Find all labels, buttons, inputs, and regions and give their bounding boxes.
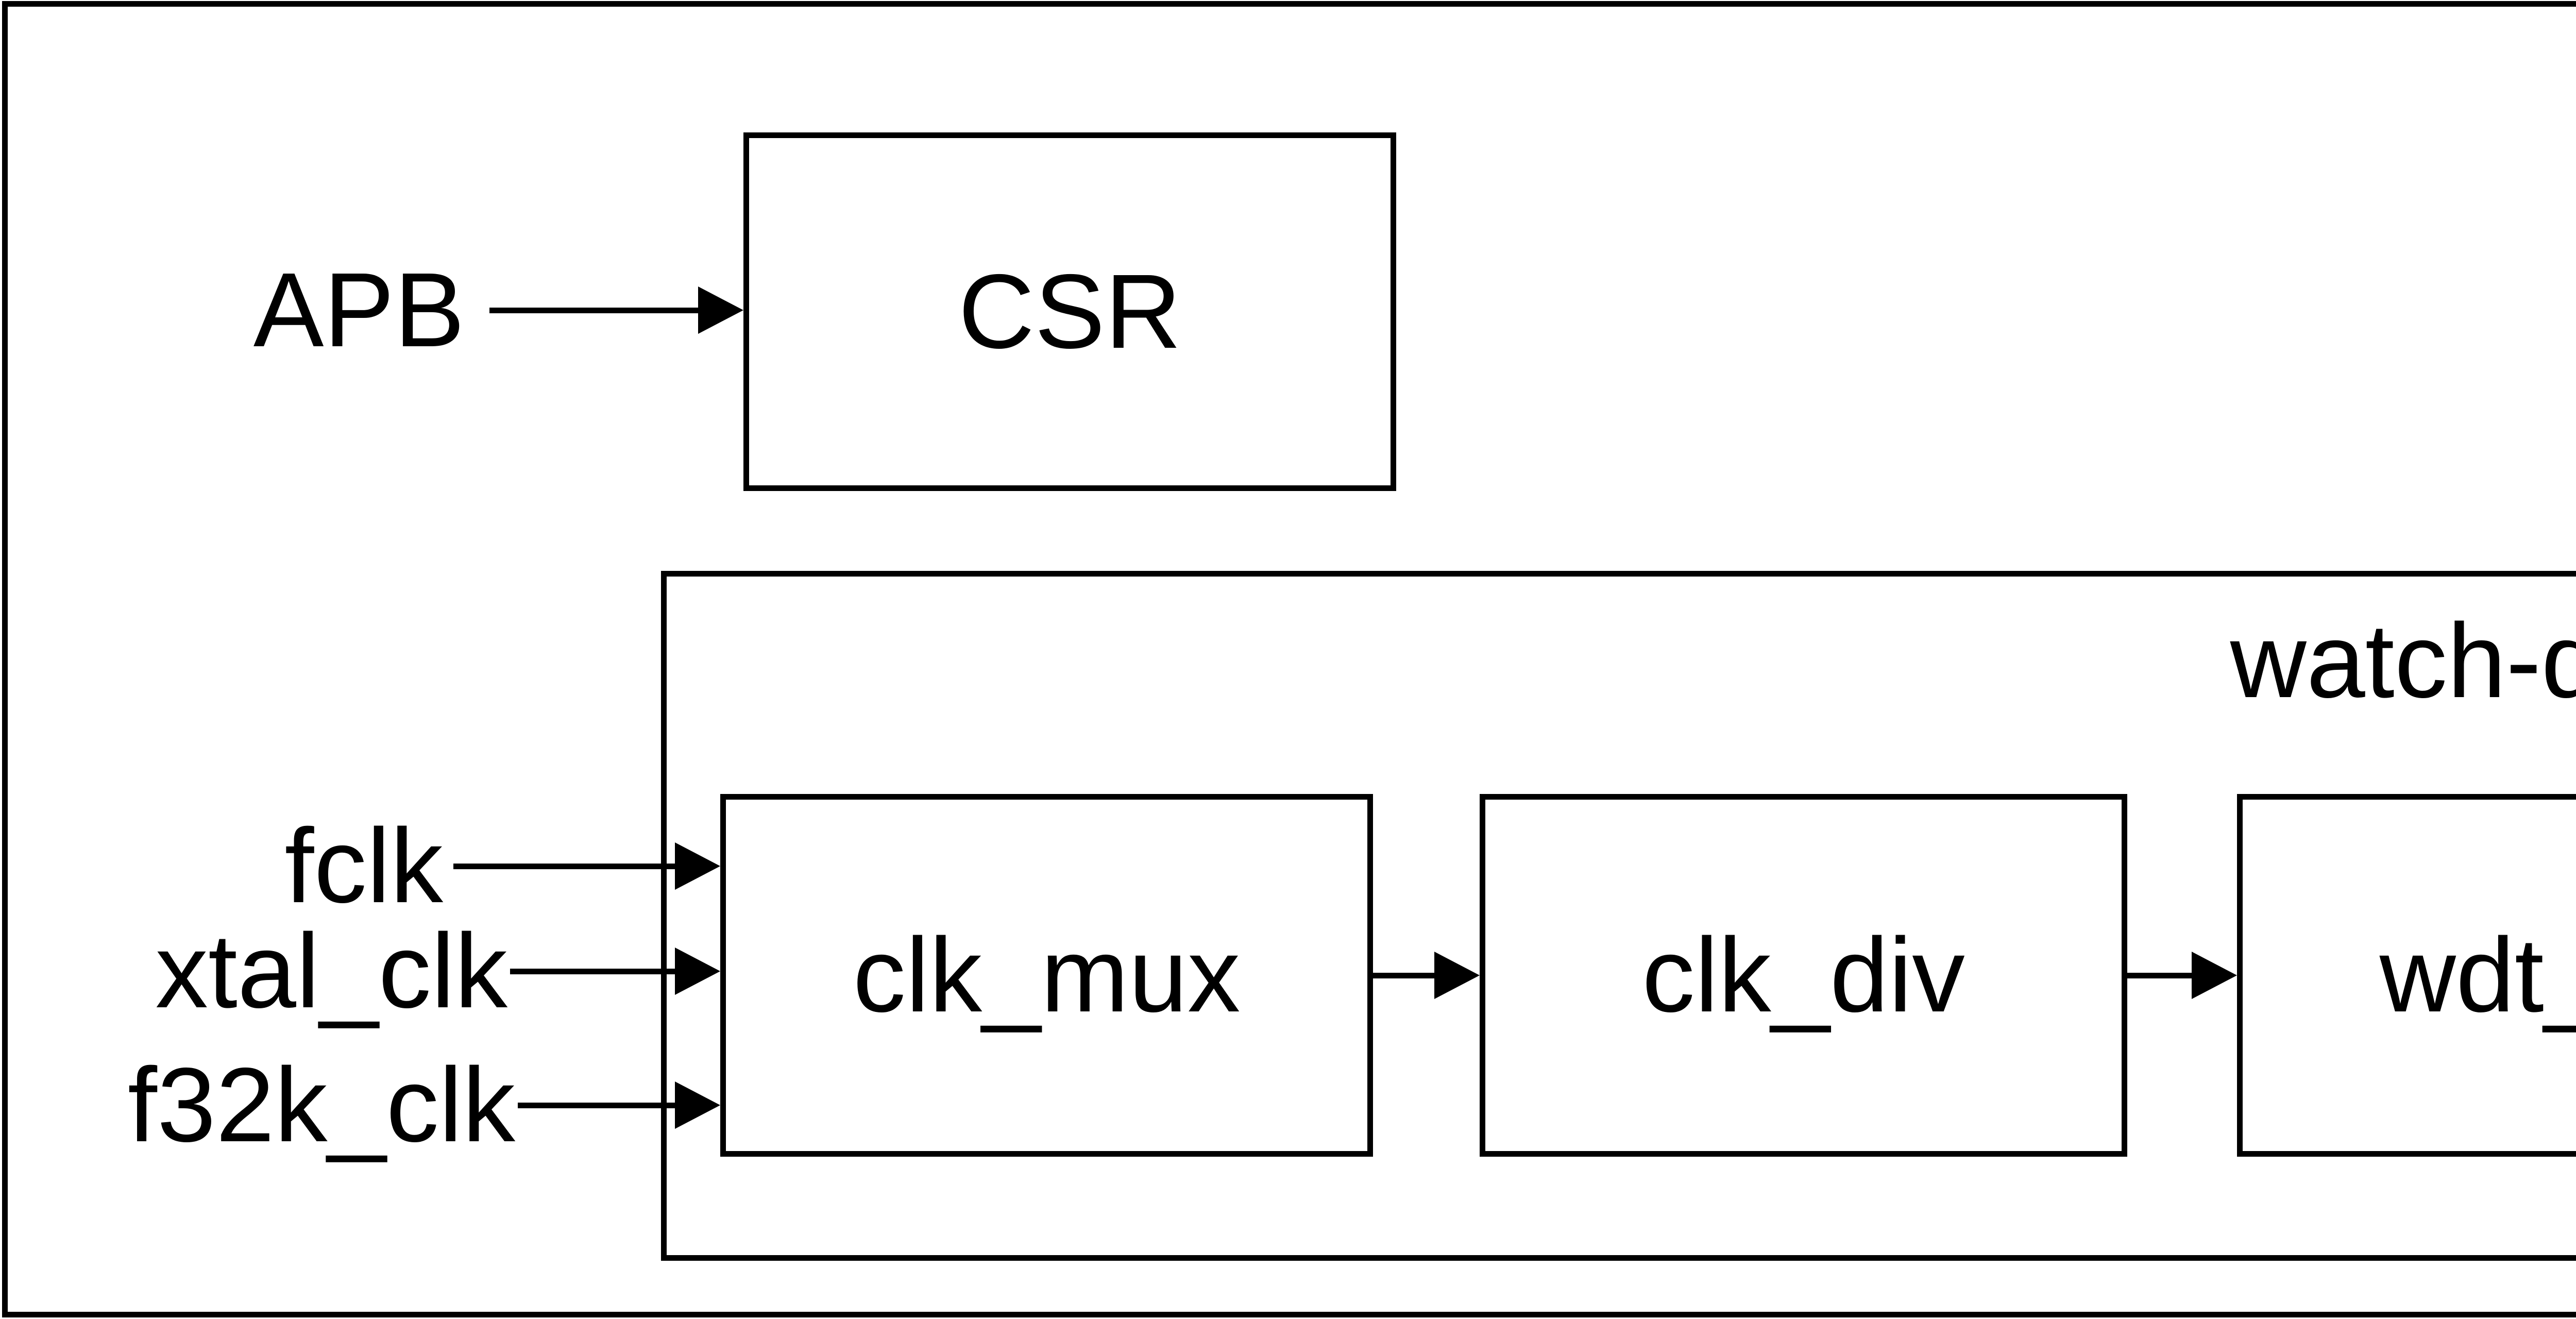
- apb-arrow-line: [489, 308, 698, 313]
- apb-arrowhead-icon: [698, 286, 743, 334]
- clk-mux-label: clk_mux: [853, 916, 1241, 1035]
- csr-block: CSR: [743, 132, 1396, 491]
- f32k-clk-arrow-line: [518, 1103, 675, 1108]
- clk-mux-block: clk_mux: [720, 794, 1373, 1157]
- xtal-clk-arrow-line: [510, 969, 675, 974]
- div-to-cnt-arrowhead-icon: [2192, 952, 2237, 999]
- csr-label: CSR: [958, 252, 1181, 371]
- fclk-signal-label: fclk: [284, 807, 444, 925]
- wdt-cnt-label: wdt_cnt: [2379, 916, 2576, 1035]
- fclk-arrowhead-icon: [675, 842, 720, 890]
- clk-div-block: clk_div: [1480, 794, 2127, 1157]
- fclk-arrow-line: [453, 864, 675, 869]
- clk-div-label: clk_div: [1642, 916, 1965, 1035]
- wdt-cnt-block: wdt_cnt: [2237, 794, 2576, 1157]
- f32k-clk-signal-label: f32k_clk: [127, 1046, 515, 1164]
- watchdog-timer-block: [661, 571, 2576, 1261]
- mux-to-div-arrow-line: [1373, 973, 1434, 978]
- xtal-clk-arrowhead-icon: [675, 948, 720, 995]
- apb-signal-label: APB: [253, 251, 465, 369]
- f32k-clk-arrowhead-icon: [675, 1081, 720, 1129]
- div-to-cnt-arrow-line: [2127, 973, 2192, 978]
- xtal-clk-signal-label: xtal_clk: [155, 912, 507, 1030]
- watchdog-timer-label: watch-dog timer: [2230, 602, 2576, 720]
- mux-to-div-arrowhead-icon: [1434, 952, 1480, 999]
